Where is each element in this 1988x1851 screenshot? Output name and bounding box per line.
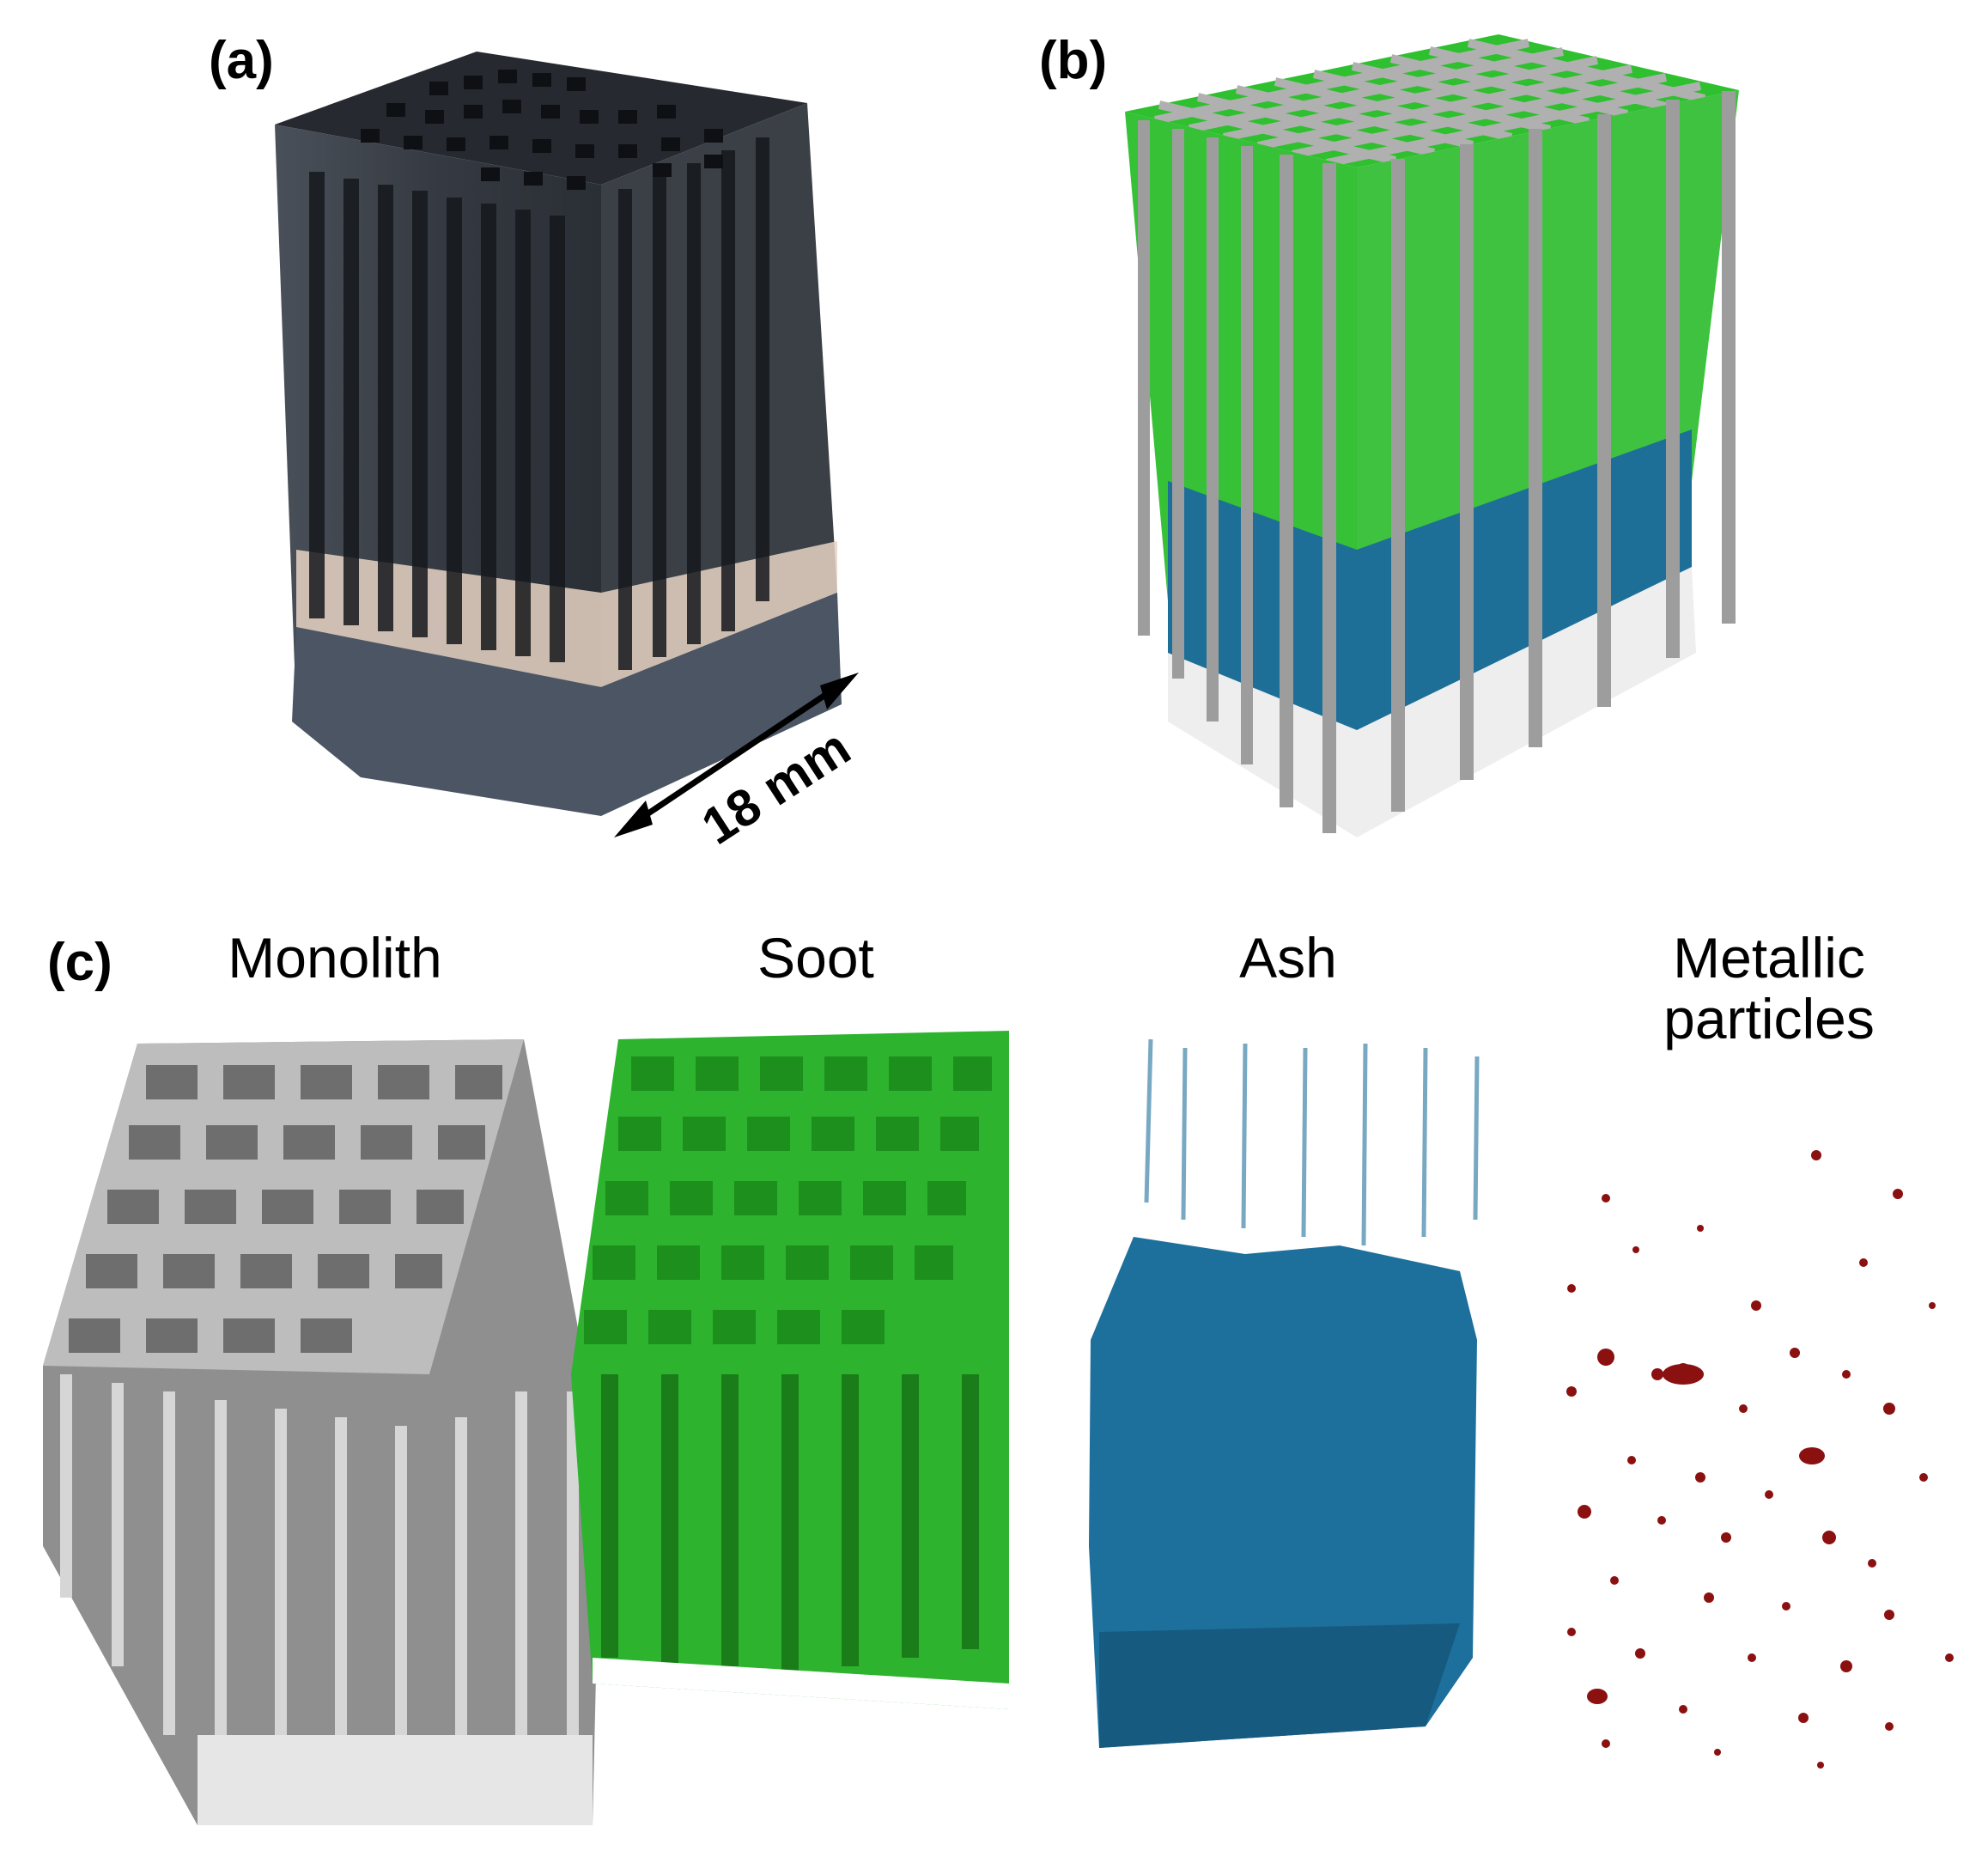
panel-c-label: (c) [47, 933, 112, 992]
column-title-soot: Soot [757, 926, 874, 989]
ash-render [1089, 1038, 1480, 1748]
soot-render [571, 1031, 1009, 1709]
double-arrow-icon [614, 673, 859, 837]
composite-ash-band [1168, 429, 1692, 756]
column-title-metallic-line2: particles [1663, 987, 1875, 1051]
column-title-metallic-line1: Metallic [1673, 926, 1865, 989]
column-title-ash: Ash [1239, 926, 1337, 989]
composite-base [1168, 567, 1696, 837]
column-title-metallic-particles: Metallic particles [1623, 926, 1915, 1051]
photo-top-cells [361, 70, 723, 190]
composite-top-walls [1153, 39, 1706, 167]
composite-wall-columns [1138, 91, 1736, 833]
photo-base [292, 593, 842, 816]
metallic-particles-render [1566, 1150, 1954, 1769]
monolith-render [43, 1039, 601, 1825]
photo-ash-band [296, 541, 837, 687]
panel-b-label: (b) [1039, 31, 1108, 90]
photo-channels [309, 137, 769, 670]
column-title-monolith: Monolith [228, 926, 442, 989]
panel-a-label: (a) [209, 31, 274, 90]
